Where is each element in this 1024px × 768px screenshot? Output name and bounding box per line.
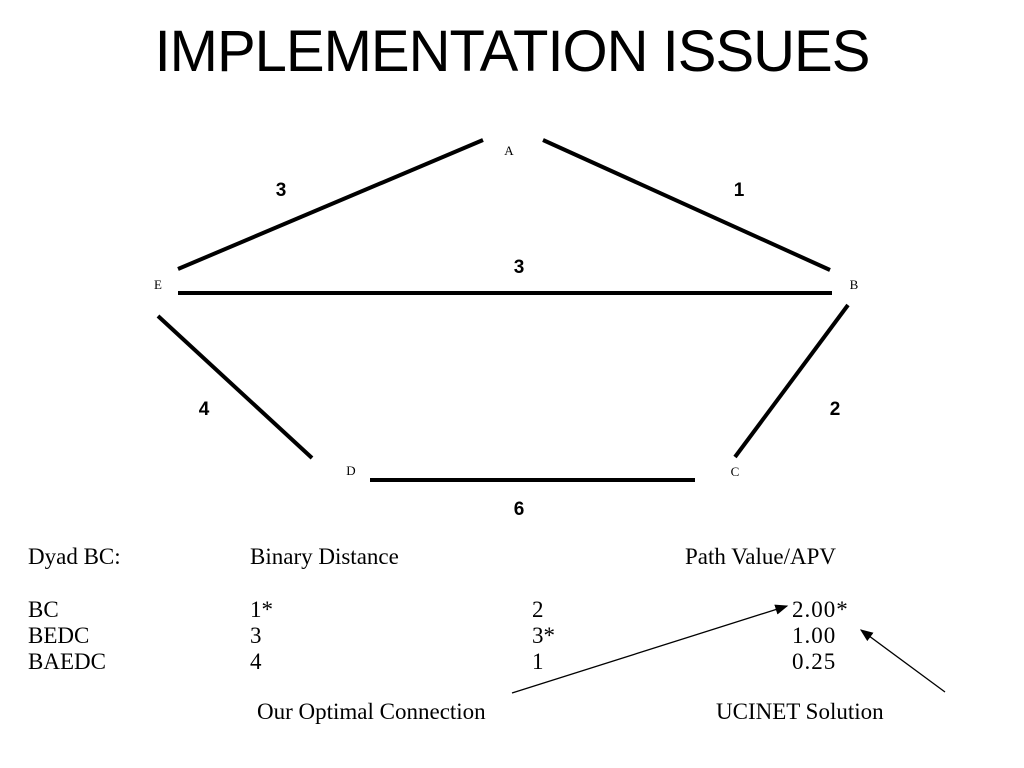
table-header-binary-distance: Binary Distance <box>250 544 399 569</box>
table-row-3-binary: 4 <box>250 649 262 674</box>
table-row-1-path: BC <box>28 597 59 622</box>
table-header-dyad: Dyad BC: <box>28 544 121 569</box>
node-label-a: A <box>504 143 514 158</box>
table-row-2-path-value: 3* <box>532 623 555 648</box>
arrow-ucinet-solution <box>859 629 946 693</box>
edge-weight-d-c: 6 <box>514 499 525 520</box>
table-row-3-apv: 0.25 <box>792 649 837 674</box>
edge-A-B <box>542 138 831 272</box>
node-label-c: C <box>731 464 740 479</box>
table-row-1-binary: 1* <box>250 597 273 622</box>
edge-weight-e-a: 3 <box>276 180 287 201</box>
edge-weight-e-b: 3 <box>514 257 525 278</box>
table-row-1-apv: 2.00* <box>792 597 849 622</box>
edge-weight-e-d: 4 <box>199 399 210 420</box>
table-row-2-path: BEDC <box>28 623 90 648</box>
table-row-2-binary: 3 <box>250 623 262 648</box>
table-header-path-value: Path Value/APV <box>685 544 836 569</box>
edge-E-D <box>156 314 314 460</box>
edge-B-C <box>733 303 850 459</box>
annotation-optimal-connection: Our Optimal Connection <box>257 699 486 724</box>
table-row-2-apv: 1.00 <box>792 623 837 648</box>
slide-title: IMPLEMENTATION ISSUES <box>154 19 871 84</box>
node-label-e: E <box>154 277 162 292</box>
arrow-optimal-connection <box>511 604 789 694</box>
node-label-b: B <box>850 277 859 292</box>
edge-weight-a-b: 1 <box>734 180 745 201</box>
annotation-ucinet-solution: UCINET Solution <box>716 699 884 724</box>
edge-E-A <box>177 138 484 271</box>
edge-weight-b-c: 2 <box>830 399 841 420</box>
table-row-3-path-value: 1 <box>532 649 544 674</box>
table-row-1-path-value: 2 <box>532 597 544 622</box>
node-label-d: D <box>346 463 355 478</box>
table-row-3-path: BAEDC <box>28 649 106 674</box>
